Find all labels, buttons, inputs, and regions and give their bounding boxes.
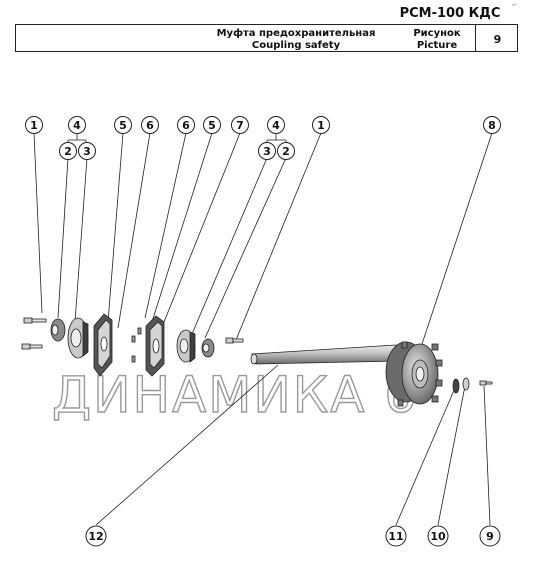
leader-3-right (191, 157, 268, 335)
svg-text:8: 8 (488, 119, 496, 132)
svg-text:7: 7 (236, 119, 244, 132)
leader-9 (483, 385, 491, 526)
hub-gear (385, 341, 443, 407)
pins-middle (131, 327, 142, 363)
leader-8 (419, 132, 493, 351)
leader-7 (159, 132, 241, 333)
shaft (250, 344, 401, 365)
callout-3-right: 3 (258, 142, 276, 160)
model-title: РСМ-100 КДС (399, 6, 501, 21)
svg-text:9: 9 (486, 530, 494, 543)
title-block-divider (475, 25, 476, 51)
flange-half-left (67, 317, 89, 359)
corner-mark: ⌐ (512, 2, 518, 9)
callouts: 1 4 2 3 5 6 6 5 (25, 116, 501, 547)
svg-text:1: 1 (317, 119, 325, 132)
leader-10 (437, 385, 466, 526)
callout-9: 9 (479, 525, 501, 547)
bolt-left-2 (21, 343, 43, 350)
svg-text:4: 4 (272, 119, 280, 132)
svg-text:5: 5 (208, 119, 216, 132)
leader-2-left (57, 157, 69, 319)
svg-text:4: 4 (73, 119, 81, 132)
callout-6-right: 6 (177, 116, 195, 134)
leader-1-right (235, 132, 322, 341)
callout-12: 12 (85, 525, 107, 547)
callout-5-right: 5 (203, 116, 221, 134)
leader-1-left (33, 132, 43, 314)
bolt-right (225, 337, 244, 344)
callout-5-left: 5 (114, 116, 132, 134)
caption-russian: Муфта предохранительная (216, 28, 376, 39)
svg-text:2: 2 (282, 145, 290, 158)
callout-1-left: 1 (25, 116, 43, 134)
ring-11 (452, 378, 460, 394)
callout-6-left: 6 (141, 116, 159, 134)
flange-half-right (176, 329, 196, 363)
leader-lines (33, 132, 493, 526)
picture-label-russian: Рисунок (413, 28, 461, 39)
bolt-left-1 (23, 317, 47, 324)
svg-text:12: 12 (88, 530, 103, 543)
title-block: Муфта предохранительная Coupling safety … (15, 24, 518, 52)
nut-right (201, 338, 215, 358)
callout-3-left: 3 (78, 142, 96, 160)
callout-2-left: 2 (59, 142, 77, 160)
parts (21, 313, 493, 407)
svg-text:3: 3 (263, 145, 271, 158)
svg-text:11: 11 (388, 530, 403, 543)
coupling-plate-right (145, 315, 165, 377)
svg-text:6: 6 (182, 119, 190, 132)
svg-text:10: 10 (430, 530, 446, 543)
svg-text:5: 5 (119, 119, 127, 132)
callout-2-right: 2 (277, 142, 295, 160)
leader-3-left (74, 157, 88, 323)
callout-11: 11 (385, 525, 407, 547)
caption-english: Coupling safety (251, 40, 341, 51)
leader-6 (117, 132, 151, 329)
leader-5-left (107, 132, 124, 323)
callout-4-right: 4 (267, 116, 285, 134)
leader-5-right (149, 132, 213, 329)
coupling-plate-left (93, 313, 113, 377)
svg-text:3: 3 (83, 145, 91, 158)
callout-7: 7 (231, 116, 249, 134)
svg-text:6: 6 (146, 119, 154, 132)
bolt-9 (479, 380, 493, 386)
callout-8: 8 (483, 116, 501, 134)
leader-12 (95, 364, 279, 526)
callout-4-left: 4 (68, 116, 86, 134)
leader-11 (395, 387, 456, 526)
watermark: ДИНАМИКА 6 (52, 366, 418, 424)
washer-10 (462, 377, 470, 391)
nut-left (50, 318, 66, 342)
svg-text:1: 1 (30, 119, 38, 132)
leader-6-b (144, 132, 187, 319)
callout-1-right: 1 (312, 116, 330, 134)
picture-label-english: Picture (416, 40, 458, 51)
leader-2-right (204, 157, 287, 339)
svg-text:2: 2 (64, 145, 72, 158)
picture-number: 9 (493, 33, 502, 46)
callout-10: 10 (427, 525, 449, 547)
